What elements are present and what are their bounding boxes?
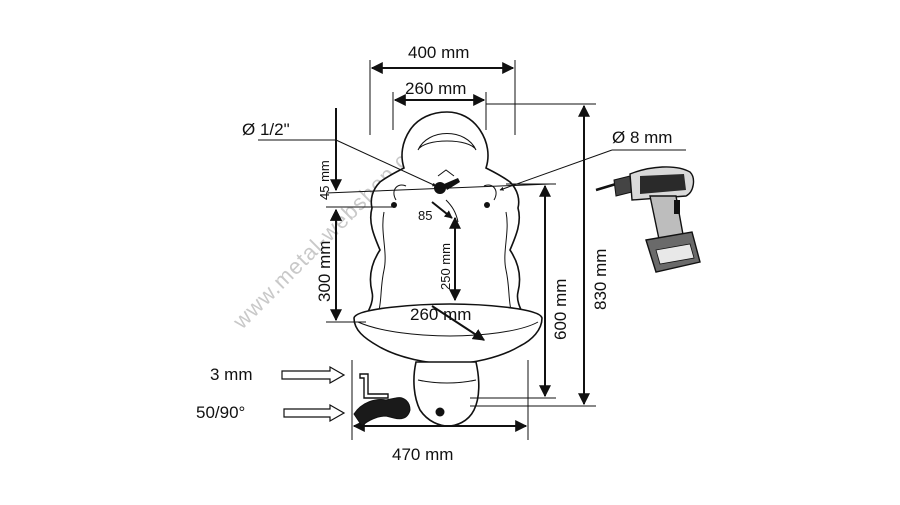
- dim-faucet-angle-label: 85: [418, 208, 432, 223]
- basin-rim: [357, 321, 539, 337]
- arrow-icon: [283, 403, 346, 423]
- dim-basin-width-label: 260 mm: [410, 305, 471, 324]
- dim-faucet-angle: 85: [418, 199, 459, 223]
- dim-pipe-thread: Ø 1/2": [242, 120, 437, 187]
- hex-key-label: 3 mm: [210, 365, 253, 384]
- dim-faucet-drop-label: 250 mm: [438, 243, 453, 290]
- plate-inner-right: [504, 211, 513, 315]
- plate-scroll-left: [393, 184, 407, 201]
- accessory-elbow: 50/90°: [196, 397, 411, 427]
- mount-hole-right: [484, 202, 490, 208]
- plate-inner-left: [377, 211, 386, 315]
- dim-total-height: 830 mm: [470, 103, 610, 407]
- dim-bottom-width: 470 mm: [351, 360, 529, 464]
- drill-icon: [595, 166, 701, 273]
- dim-faucet-drop: 250 mm: [438, 216, 461, 302]
- dim-top-width: 400 mm: [369, 43, 516, 135]
- dim-drill-bit-label: Ø 8 mm: [612, 128, 672, 147]
- drain-outlet: [435, 407, 445, 417]
- dim-basin-width: 260 mm: [410, 305, 486, 341]
- dim-inner-width: 260 mm: [392, 79, 487, 130]
- plate-scroll-right: [483, 184, 497, 201]
- dim-total-height-label: 830 mm: [591, 249, 610, 310]
- arrow-icon: [281, 365, 346, 385]
- dim-mount-span-label: 300 mm: [315, 241, 334, 302]
- dim-drill-bit: Ø 8 mm: [499, 128, 686, 191]
- dim-inner-width-label: 260 mm: [405, 79, 466, 98]
- dim-mount-span: 300 mm: [315, 208, 366, 323]
- hex-key-icon: [359, 373, 389, 399]
- basin: [353, 303, 543, 365]
- elbow-pipe-icon: [353, 397, 411, 427]
- elbow-label: 50/90°: [196, 403, 245, 422]
- accessory-hex-key: 3 mm: [210, 365, 389, 399]
- plate-crest: [417, 133, 477, 151]
- dim-top-width-label: 400 mm: [408, 43, 469, 62]
- dim-basin-height: 600 mm: [470, 183, 570, 399]
- drain-pedestal: [413, 361, 480, 427]
- pedestal-ring: [417, 379, 477, 384]
- dim-pipe-thread-label: Ø 1/2": [242, 120, 290, 139]
- dim-mount-offset-label: 45 mm: [317, 160, 332, 200]
- dim-bottom-width-label: 470 mm: [392, 445, 453, 464]
- dim-basin-height-label: 600 mm: [551, 279, 570, 340]
